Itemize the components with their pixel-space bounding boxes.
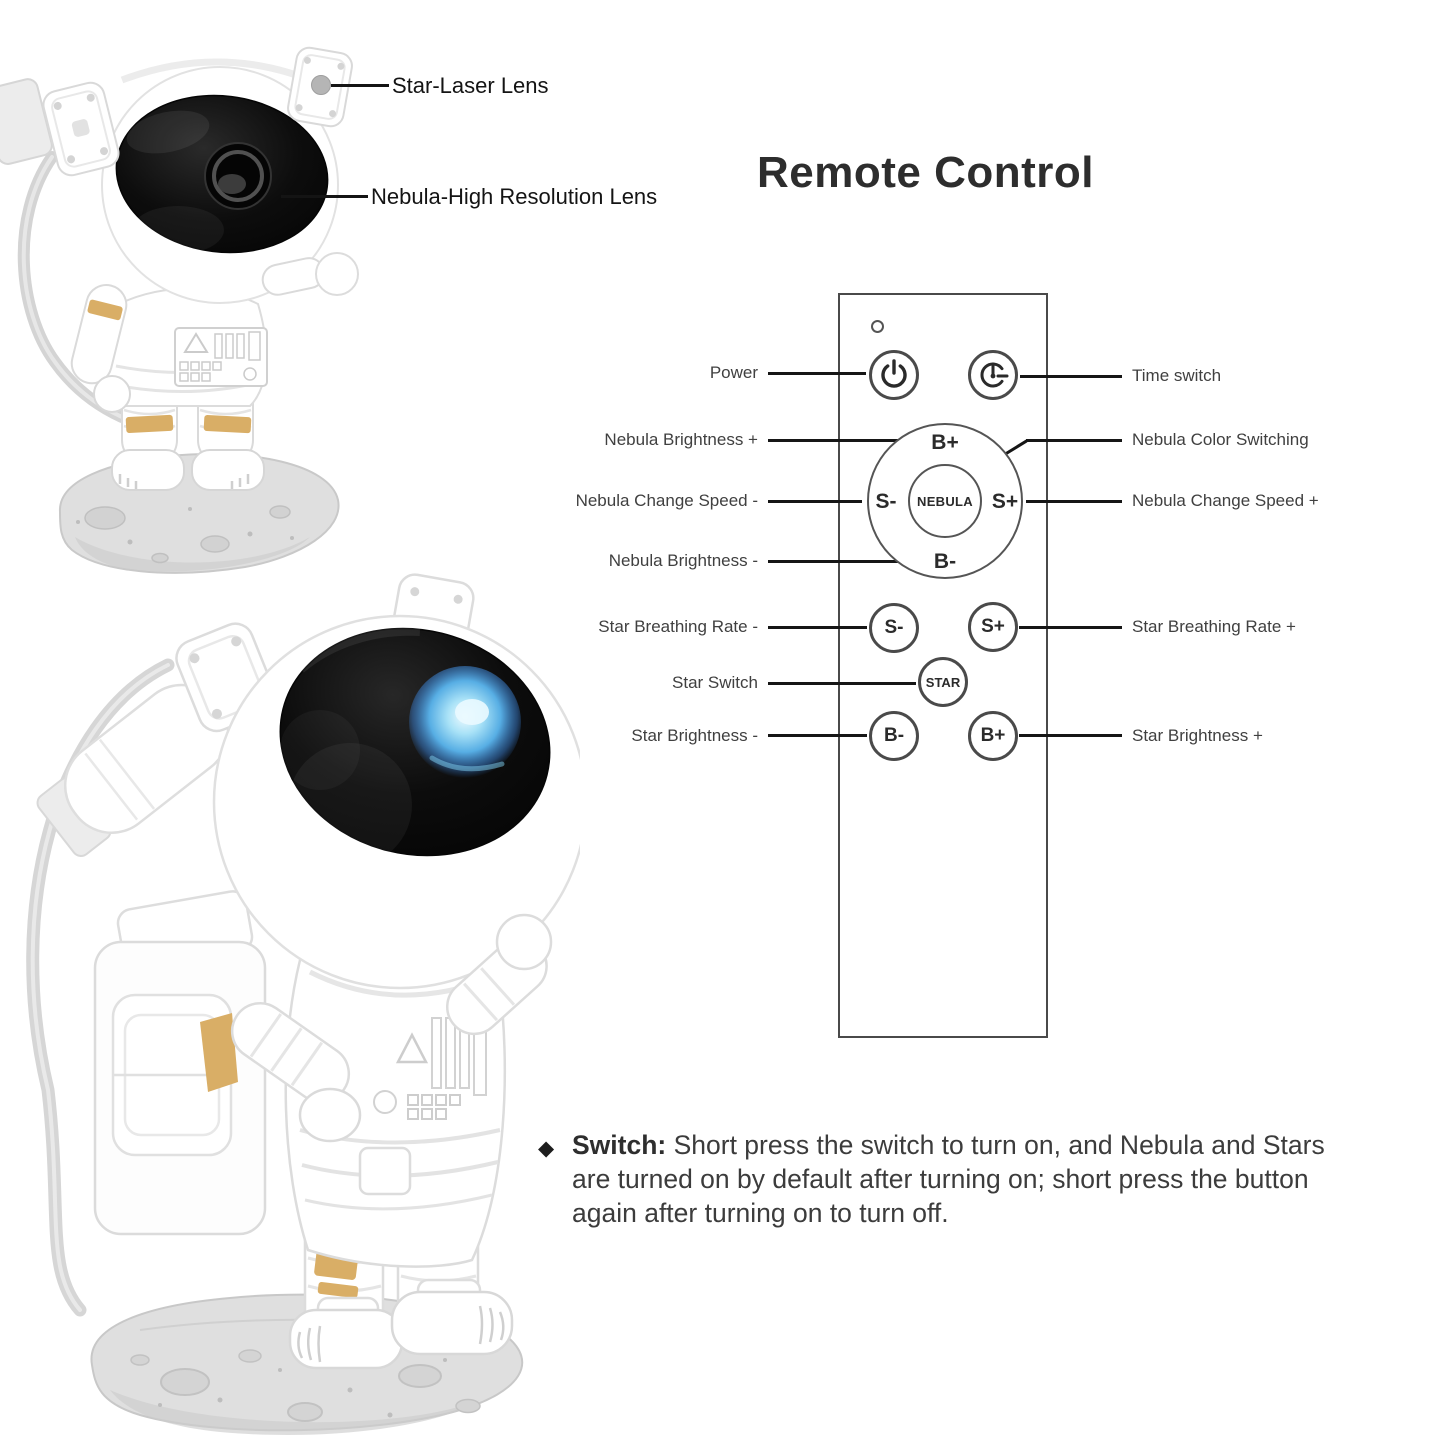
nebula-dpad-ring[interactable] [867, 423, 1023, 579]
dpad-right-label[interactable]: S+ [991, 490, 1019, 513]
callout-line-time-switch [1020, 375, 1122, 378]
callout-line-nebula-brightness-minus [768, 560, 926, 563]
callout-label-star-rate-plus: Star Breathing Rate + [1132, 617, 1296, 636]
callout-line-star-brightness-plus [1019, 734, 1122, 737]
callout-line-nebula-speed-minus [768, 500, 862, 503]
callout-line-star-brightness-minus [768, 734, 867, 737]
callout-line-nebula-brightness-plus [768, 439, 928, 442]
callout-label-star-rate-minus: Star Breathing Rate - [598, 617, 758, 636]
callout-line-power [768, 372, 866, 375]
nebula-center-button[interactable]: NEBULA [908, 464, 982, 538]
callout-label-nebula-speed-plus: Nebula Change Speed + [1132, 491, 1319, 510]
nebula-lens-callout-line [281, 195, 368, 198]
nebula-lens-label: Nebula-High Resolution Lens [371, 184, 658, 209]
callout-label-nebula-brightness-plus: Nebula Brightness + [604, 430, 758, 449]
astronaut-projector-photo-front [0, 46, 359, 574]
timer-clock-icon [980, 362, 1009, 388]
callout-label-star-brightness-minus: Star Brightness - [631, 726, 758, 745]
callout-line-star-switch [768, 682, 916, 685]
note-line-2: are turned on by default after turning o… [572, 1164, 1309, 1194]
star-rate-minus-button[interactable]: S- [869, 603, 919, 653]
note-line-3: again after turning on to turn off. [572, 1198, 949, 1228]
callout-line-nebula-color-horizontal [1026, 439, 1122, 442]
callout-label-nebula-brightness-minus: Nebula Brightness - [608, 551, 758, 570]
remote-control-title: Remote Control [757, 148, 1094, 197]
power-icon [881, 359, 907, 388]
star-brightness-minus-button[interactable]: B- [869, 711, 919, 761]
star-laser-lens-dot [311, 75, 331, 95]
switch-note: Switch: Short press the switch to turn o… [572, 1128, 1445, 1230]
diamond-bullet-icon: ◆ [538, 1137, 555, 1160]
power-button[interactable] [869, 350, 919, 400]
note-heading: Switch: [572, 1130, 667, 1160]
dpad-down-label[interactable]: B- [933, 550, 957, 573]
astronaut-projector-photo-side [26, 573, 580, 1436]
star-laser-label: Star-Laser Lens [392, 73, 549, 98]
callout-line-star-rate-minus [768, 626, 867, 629]
callout-line-star-rate-plus [1019, 626, 1122, 629]
star-rate-plus-button[interactable]: S+ [968, 602, 1018, 652]
callout-label-nebula-color-switching: Nebula Color Switching [1132, 430, 1309, 449]
note-line-1: Switch: Short press the switch to turn o… [572, 1128, 1445, 1162]
callout-label-time-switch: Time switch [1132, 366, 1222, 385]
callout-label-star-switch: Star Switch [672, 673, 758, 692]
callout-label-nebula-speed-minus: Nebula Change Speed - [575, 491, 758, 510]
note-line-1-text: Short press the switch to turn on, and N… [673, 1130, 1325, 1160]
star-laser-callout-line [331, 84, 389, 87]
dpad-left-label[interactable]: S- [875, 490, 897, 513]
dpad-up-label[interactable]: B+ [931, 431, 959, 454]
star-brightness-plus-button[interactable]: B+ [968, 711, 1018, 761]
ir-led-dot [871, 320, 884, 333]
callout-line-nebula-speed-plus [1026, 500, 1122, 503]
star-switch-button[interactable]: STAR [918, 657, 968, 707]
callout-label-star-brightness-plus: Star Brightness + [1132, 726, 1263, 745]
callout-label-power: Power [709, 363, 758, 382]
time-switch-button[interactable] [968, 350, 1018, 400]
